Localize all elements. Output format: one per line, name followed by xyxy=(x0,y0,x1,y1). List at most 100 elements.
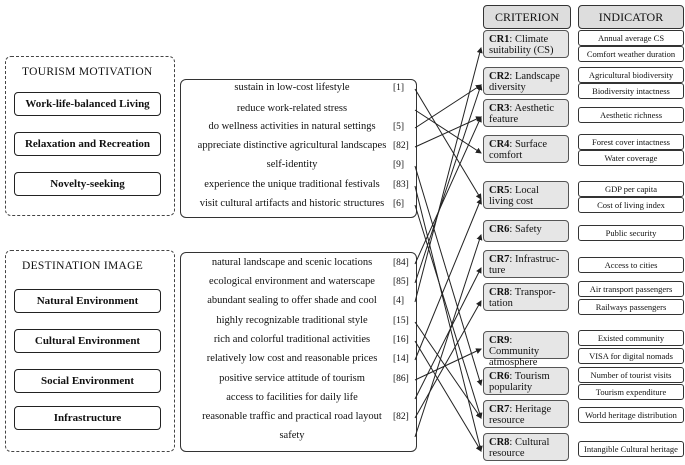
image-ref: [82] xyxy=(393,412,409,422)
criterion-code: CR1 xyxy=(489,34,510,45)
motivation-item: self-identity xyxy=(266,159,318,170)
criterion-code: CR6 xyxy=(489,371,510,382)
indicator-box: Existed community xyxy=(578,330,684,346)
indicator-box: Number of tourist visits xyxy=(578,367,684,383)
indicator-box: Intangible Cultural heritage xyxy=(578,441,684,457)
criterion-name: : Safety xyxy=(509,224,542,235)
category-relaxation: Relaxation and Recreation xyxy=(14,132,161,156)
image-item: highly recognizable traditional style xyxy=(216,315,368,326)
image-ref: [4] xyxy=(393,296,405,306)
motivation-item: sustain in low-cost lifestyle xyxy=(234,82,350,93)
motivation-item: visit cultural artifacts and historic st… xyxy=(199,198,385,209)
indicator-box: VISA for digital nomads xyxy=(578,348,684,364)
image-item: reasonable traffic and practical road la… xyxy=(202,411,382,422)
motivation-ref: [5] xyxy=(393,122,405,132)
criterion-box: CR8: Transpor-tation xyxy=(483,283,569,311)
indicator-header: INDICATOR xyxy=(578,5,684,29)
image-item: ecological environment and waterscape xyxy=(209,276,375,287)
motivation-items-box xyxy=(180,79,417,218)
motivation-ref: [9] xyxy=(393,160,405,170)
connection-line xyxy=(414,165,483,386)
criterion-name: : Heritage resource xyxy=(489,404,552,426)
image-ref: [14] xyxy=(393,354,409,364)
criterion-code: CR4 xyxy=(489,139,510,150)
criterion-name: : Local living cost xyxy=(489,185,539,207)
indicator-box: Forest cover intactness xyxy=(578,134,684,150)
criterion-name: : Climate suitability (CS) xyxy=(489,34,554,56)
connection-line xyxy=(414,234,483,438)
category-cultural: Cultural Environment xyxy=(14,329,161,353)
image-ref: [16] xyxy=(393,335,409,345)
image-item: positive service attitude of tourism xyxy=(219,373,365,384)
motivation-item: appreciate distinctive agricultural land… xyxy=(197,140,387,151)
criterion-name: : Infrastruc-ture xyxy=(489,254,560,276)
category-infrastructure: Infrastructure xyxy=(14,406,161,430)
criterion-name: : Community atmosphere xyxy=(489,335,540,368)
criterion-name: : Cultural resource xyxy=(489,437,550,459)
category-work-life: Work-life-balanced Living xyxy=(14,92,161,116)
image-item: relatively low cost and reasonable price… xyxy=(206,353,378,364)
criterion-code: CR2 xyxy=(489,71,510,82)
criterion-code: CR8 xyxy=(489,437,510,448)
image-title: DESTINATION IMAGE xyxy=(22,260,144,272)
connection-line xyxy=(414,204,483,419)
connection-line xyxy=(414,321,482,419)
criterion-box: CR5: Local living cost xyxy=(483,181,569,209)
indicator-box: Annual average CS xyxy=(578,30,684,46)
indicator-box: Railways passengers xyxy=(578,299,684,315)
image-ref: [84] xyxy=(393,258,409,268)
image-group xyxy=(5,250,175,452)
criterion-box: CR9: Community atmosphere xyxy=(483,331,569,368)
image-ref: [86] xyxy=(393,374,409,384)
criterion-name: : Surface comfort xyxy=(489,139,548,161)
indicator-box: Water coverage xyxy=(578,150,684,166)
criterion-name: : Landscape diversity xyxy=(489,71,560,93)
motivation-item: reduce work-related stress xyxy=(236,103,348,114)
criterion-code: CR7 xyxy=(489,254,510,265)
criterion-code: CR8 xyxy=(489,287,510,298)
connection-line xyxy=(414,116,482,148)
connection-line xyxy=(414,300,482,419)
criterion-code: CR6 xyxy=(489,224,510,235)
connection-line xyxy=(414,348,482,381)
image-item: safety xyxy=(279,430,305,441)
category-social: Social Environment xyxy=(14,369,161,393)
motivation-ref: [6] xyxy=(393,199,405,209)
motivation-title: TOURISM MOTIVATION xyxy=(22,66,153,78)
image-item: natural landscape and scenic locations xyxy=(211,257,373,268)
criterion-code: CR3 xyxy=(489,103,510,114)
motivation-item: do wellness activities in natural settin… xyxy=(208,121,376,132)
criterion-header: CRITERION xyxy=(483,5,571,29)
image-item: abundant sealing to offer shade and cool xyxy=(207,295,377,306)
category-novelty: Novelty-seeking xyxy=(14,172,161,196)
image-items-box xyxy=(180,252,417,452)
indicator-box: Aesthetic richness xyxy=(578,107,684,123)
connection-line xyxy=(414,185,483,452)
criterion-code: CR7 xyxy=(489,404,510,415)
category-natural: Natural Environment xyxy=(14,289,161,313)
motivation-group xyxy=(5,56,175,216)
connection-line xyxy=(414,198,482,361)
indicator-box: Biodiversity intactness xyxy=(578,83,684,99)
criterion-code: CR9 xyxy=(489,335,510,346)
criterion-box: CR1: Climate suitability (CS) xyxy=(483,30,569,58)
image-ref: [15] xyxy=(393,316,409,326)
connection-line xyxy=(414,267,482,400)
criterion-box: CR7: Infrastruc-ture xyxy=(483,250,569,278)
indicator-box: Comfort weather duration xyxy=(578,46,684,62)
indicator-box: Air transport passengers xyxy=(578,281,684,297)
criterion-box: CR2: Landscape diversity xyxy=(483,67,569,95)
indicator-box: GDP per capita xyxy=(578,181,684,197)
criterion-box: CR8: Cultural resource xyxy=(483,433,569,461)
indicator-box: Tourism expenditure xyxy=(578,384,684,400)
connection-line xyxy=(414,88,482,200)
image-item: rich and colorful traditional activities xyxy=(213,334,371,345)
motivation-ref: [83] xyxy=(393,180,409,190)
image-item: access to facilities for daily life xyxy=(226,392,358,403)
criterion-box: CR4: Surface comfort xyxy=(483,135,569,163)
criterion-name: : Tourism popularity xyxy=(489,371,550,393)
motivation-item: experience the unique traditional festiv… xyxy=(204,179,380,190)
criterion-name: : Transpor-tation xyxy=(489,287,556,309)
indicator-box: World heritage distribution xyxy=(578,407,684,423)
